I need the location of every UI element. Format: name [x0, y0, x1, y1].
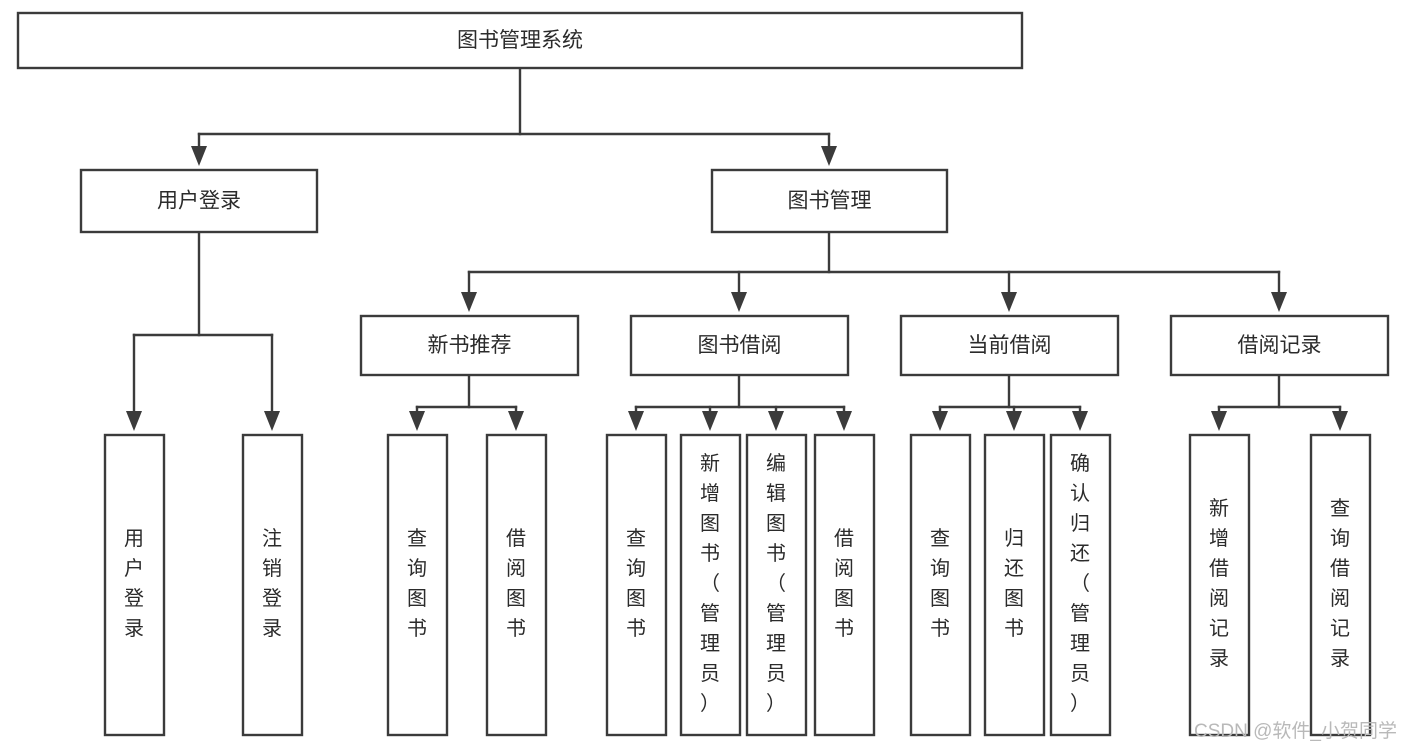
node-leaf-add-book[interactable]: 新增图书（管理员） [679, 433, 742, 737]
arrow-head-icon [1211, 411, 1227, 431]
node-box[interactable] [710, 168, 949, 234]
node-book-borrow[interactable]: 图书借阅 [629, 314, 850, 377]
node-leaf-query-book-3[interactable]: 查询图书 [909, 433, 972, 737]
node-box[interactable] [899, 314, 1120, 377]
node-leaf-query-book-1[interactable]: 查询图书 [386, 433, 449, 737]
arrow-head-icon [1001, 292, 1017, 312]
node-label: 用户登录 [157, 190, 241, 213]
arrow-head-icon [702, 411, 718, 431]
node-box[interactable] [983, 433, 1046, 737]
node-label: 查询图书 [930, 527, 951, 640]
node-box[interactable] [1309, 433, 1372, 737]
node-box[interactable] [745, 433, 808, 737]
connector-layer [126, 66, 1348, 431]
node-layer: 图书管理系统用户登录图书管理新书推荐图书借阅当前借阅借阅记录用户登录注销登录查询… [16, 11, 1390, 737]
node-label: 查询借阅记录 [1330, 497, 1351, 670]
node-leaf-user-login[interactable]: 用户登录 [103, 433, 166, 737]
connector-group-book-borrow [628, 373, 852, 431]
node-label: 归还图书 [1004, 527, 1025, 640]
arrow-head-icon [461, 292, 477, 312]
node-label: 用户登录 [124, 528, 145, 640]
node-box[interactable] [359, 314, 580, 377]
node-label: 确认归还（管理员） [1070, 452, 1091, 715]
node-label: 编辑图书（管理员） [766, 452, 787, 715]
node-box[interactable] [103, 433, 166, 737]
node-label: 图书管理系统 [457, 29, 583, 52]
node-label: 新增借阅记录 [1209, 497, 1230, 670]
arrow-head-icon [768, 411, 784, 431]
arrow-head-icon [1006, 411, 1022, 431]
connector-group-current-borrow [932, 373, 1088, 431]
node-user-login[interactable]: 用户登录 [79, 168, 319, 234]
node-label: 借阅图书 [506, 527, 527, 640]
node-label: 借阅记录 [1238, 334, 1322, 357]
node-borrow-record[interactable]: 借阅记录 [1169, 314, 1390, 377]
node-box[interactable] [79, 168, 319, 234]
node-box[interactable] [1169, 314, 1390, 377]
node-box[interactable] [909, 433, 972, 737]
node-box[interactable] [679, 433, 742, 737]
node-box[interactable] [1188, 433, 1251, 737]
connector-group-book-manage [461, 230, 1287, 312]
arrow-head-icon [508, 411, 524, 431]
connector-group-borrow-record [1211, 373, 1348, 431]
node-box[interactable] [485, 433, 548, 737]
arrow-head-icon [1271, 292, 1287, 312]
connector-group-root [191, 66, 837, 166]
node-leaf-edit-book[interactable]: 编辑图书（管理员） [745, 433, 808, 737]
node-label: 当前借阅 [968, 334, 1052, 357]
node-label: 图书借阅 [698, 334, 782, 357]
node-leaf-confirm-return[interactable]: 确认归还（管理员） [1049, 433, 1112, 737]
node-leaf-return-book[interactable]: 归还图书 [983, 433, 1046, 737]
arrow-head-icon [409, 411, 425, 431]
node-box[interactable] [1049, 433, 1112, 737]
node-leaf-logout[interactable]: 注销登录 [241, 433, 304, 737]
node-leaf-query-record[interactable]: 查询借阅记录 [1309, 433, 1372, 737]
node-leaf-borrow-book-2[interactable]: 借阅图书 [813, 433, 876, 737]
node-label: 图书管理 [788, 190, 872, 213]
arrow-head-icon [731, 292, 747, 312]
node-label: 注销登录 [262, 527, 283, 640]
node-box[interactable] [241, 433, 304, 737]
node-box[interactable] [16, 11, 1024, 70]
watermark-text: CSDN @软件_小贺同学 [1194, 721, 1397, 742]
arrow-head-icon [191, 146, 207, 166]
arrow-head-icon [821, 146, 837, 166]
node-box[interactable] [813, 433, 876, 737]
node-label: 新书推荐 [428, 334, 512, 357]
arrow-head-icon [836, 411, 852, 431]
node-current-borrow[interactable]: 当前借阅 [899, 314, 1120, 377]
node-leaf-add-record[interactable]: 新增借阅记录 [1188, 433, 1251, 737]
node-box[interactable] [629, 314, 850, 377]
node-label: 借阅图书 [834, 527, 855, 640]
node-box[interactable] [605, 433, 668, 737]
arrow-head-icon [1072, 411, 1088, 431]
node-book-manage[interactable]: 图书管理 [710, 168, 949, 234]
node-label: 新增图书（管理员） [700, 452, 721, 715]
node-new-book-recommend[interactable]: 新书推荐 [359, 314, 580, 377]
node-leaf-borrow-book-1[interactable]: 借阅图书 [485, 433, 548, 737]
node-label: 查询图书 [407, 527, 428, 640]
arrow-head-icon [264, 411, 280, 431]
connector-group-new-book-recommend [409, 373, 524, 431]
node-label: 查询图书 [626, 527, 647, 640]
node-leaf-query-book-2[interactable]: 查询图书 [605, 433, 668, 737]
connector-group-user-login [126, 230, 280, 431]
arrow-head-icon [932, 411, 948, 431]
node-root[interactable]: 图书管理系统 [16, 11, 1024, 70]
arrow-head-icon [628, 411, 644, 431]
node-box[interactable] [386, 433, 449, 737]
arrow-head-icon [126, 411, 142, 431]
arrow-head-icon [1332, 411, 1348, 431]
